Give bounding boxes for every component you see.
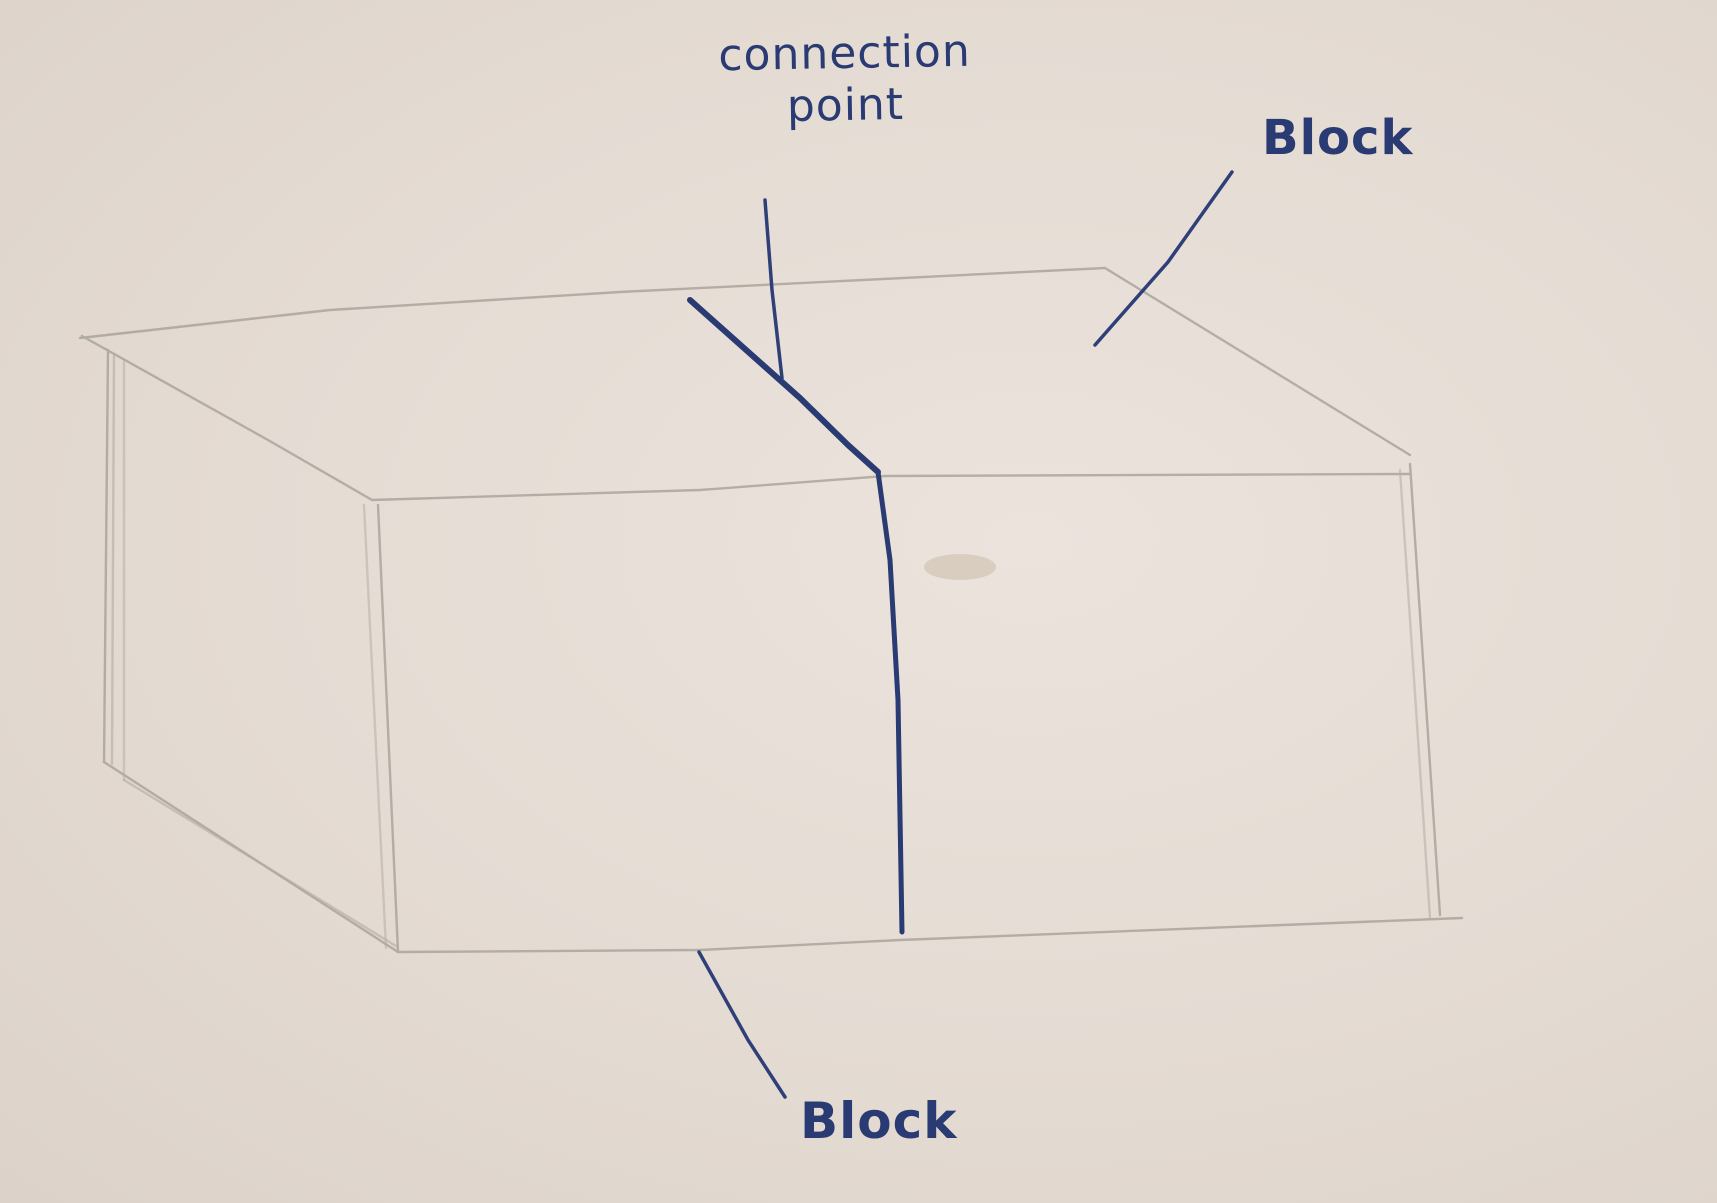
paper-smudge bbox=[924, 554, 996, 580]
box-left-back-vertical bbox=[102, 348, 110, 764]
box-front-bottom-edge bbox=[396, 916, 1464, 954]
box-top-front-edge bbox=[370, 472, 1412, 502]
connection-point-label: connection point bbox=[717, 25, 972, 133]
connection-line-top bbox=[687, 297, 881, 475]
box-top-right-edge bbox=[1103, 266, 1412, 457]
block-top-label: Block bbox=[1262, 110, 1414, 166]
leader-connection-point bbox=[763, 198, 784, 380]
connection-line bbox=[687, 297, 905, 935]
box-front-right-vertical bbox=[1408, 462, 1442, 917]
leader-block-top bbox=[1093, 170, 1234, 347]
block-bottom-label: Block bbox=[800, 1092, 958, 1150]
connection-line-vertical bbox=[875, 469, 905, 935]
box-top-left-edge bbox=[80, 334, 374, 502]
leader-lines bbox=[697, 170, 1234, 1099]
box-top-back-edge bbox=[78, 266, 1107, 340]
box-front-left-vertical bbox=[376, 503, 400, 954]
pencil-box bbox=[78, 266, 1464, 954]
leader-block-bottom bbox=[697, 950, 787, 1099]
